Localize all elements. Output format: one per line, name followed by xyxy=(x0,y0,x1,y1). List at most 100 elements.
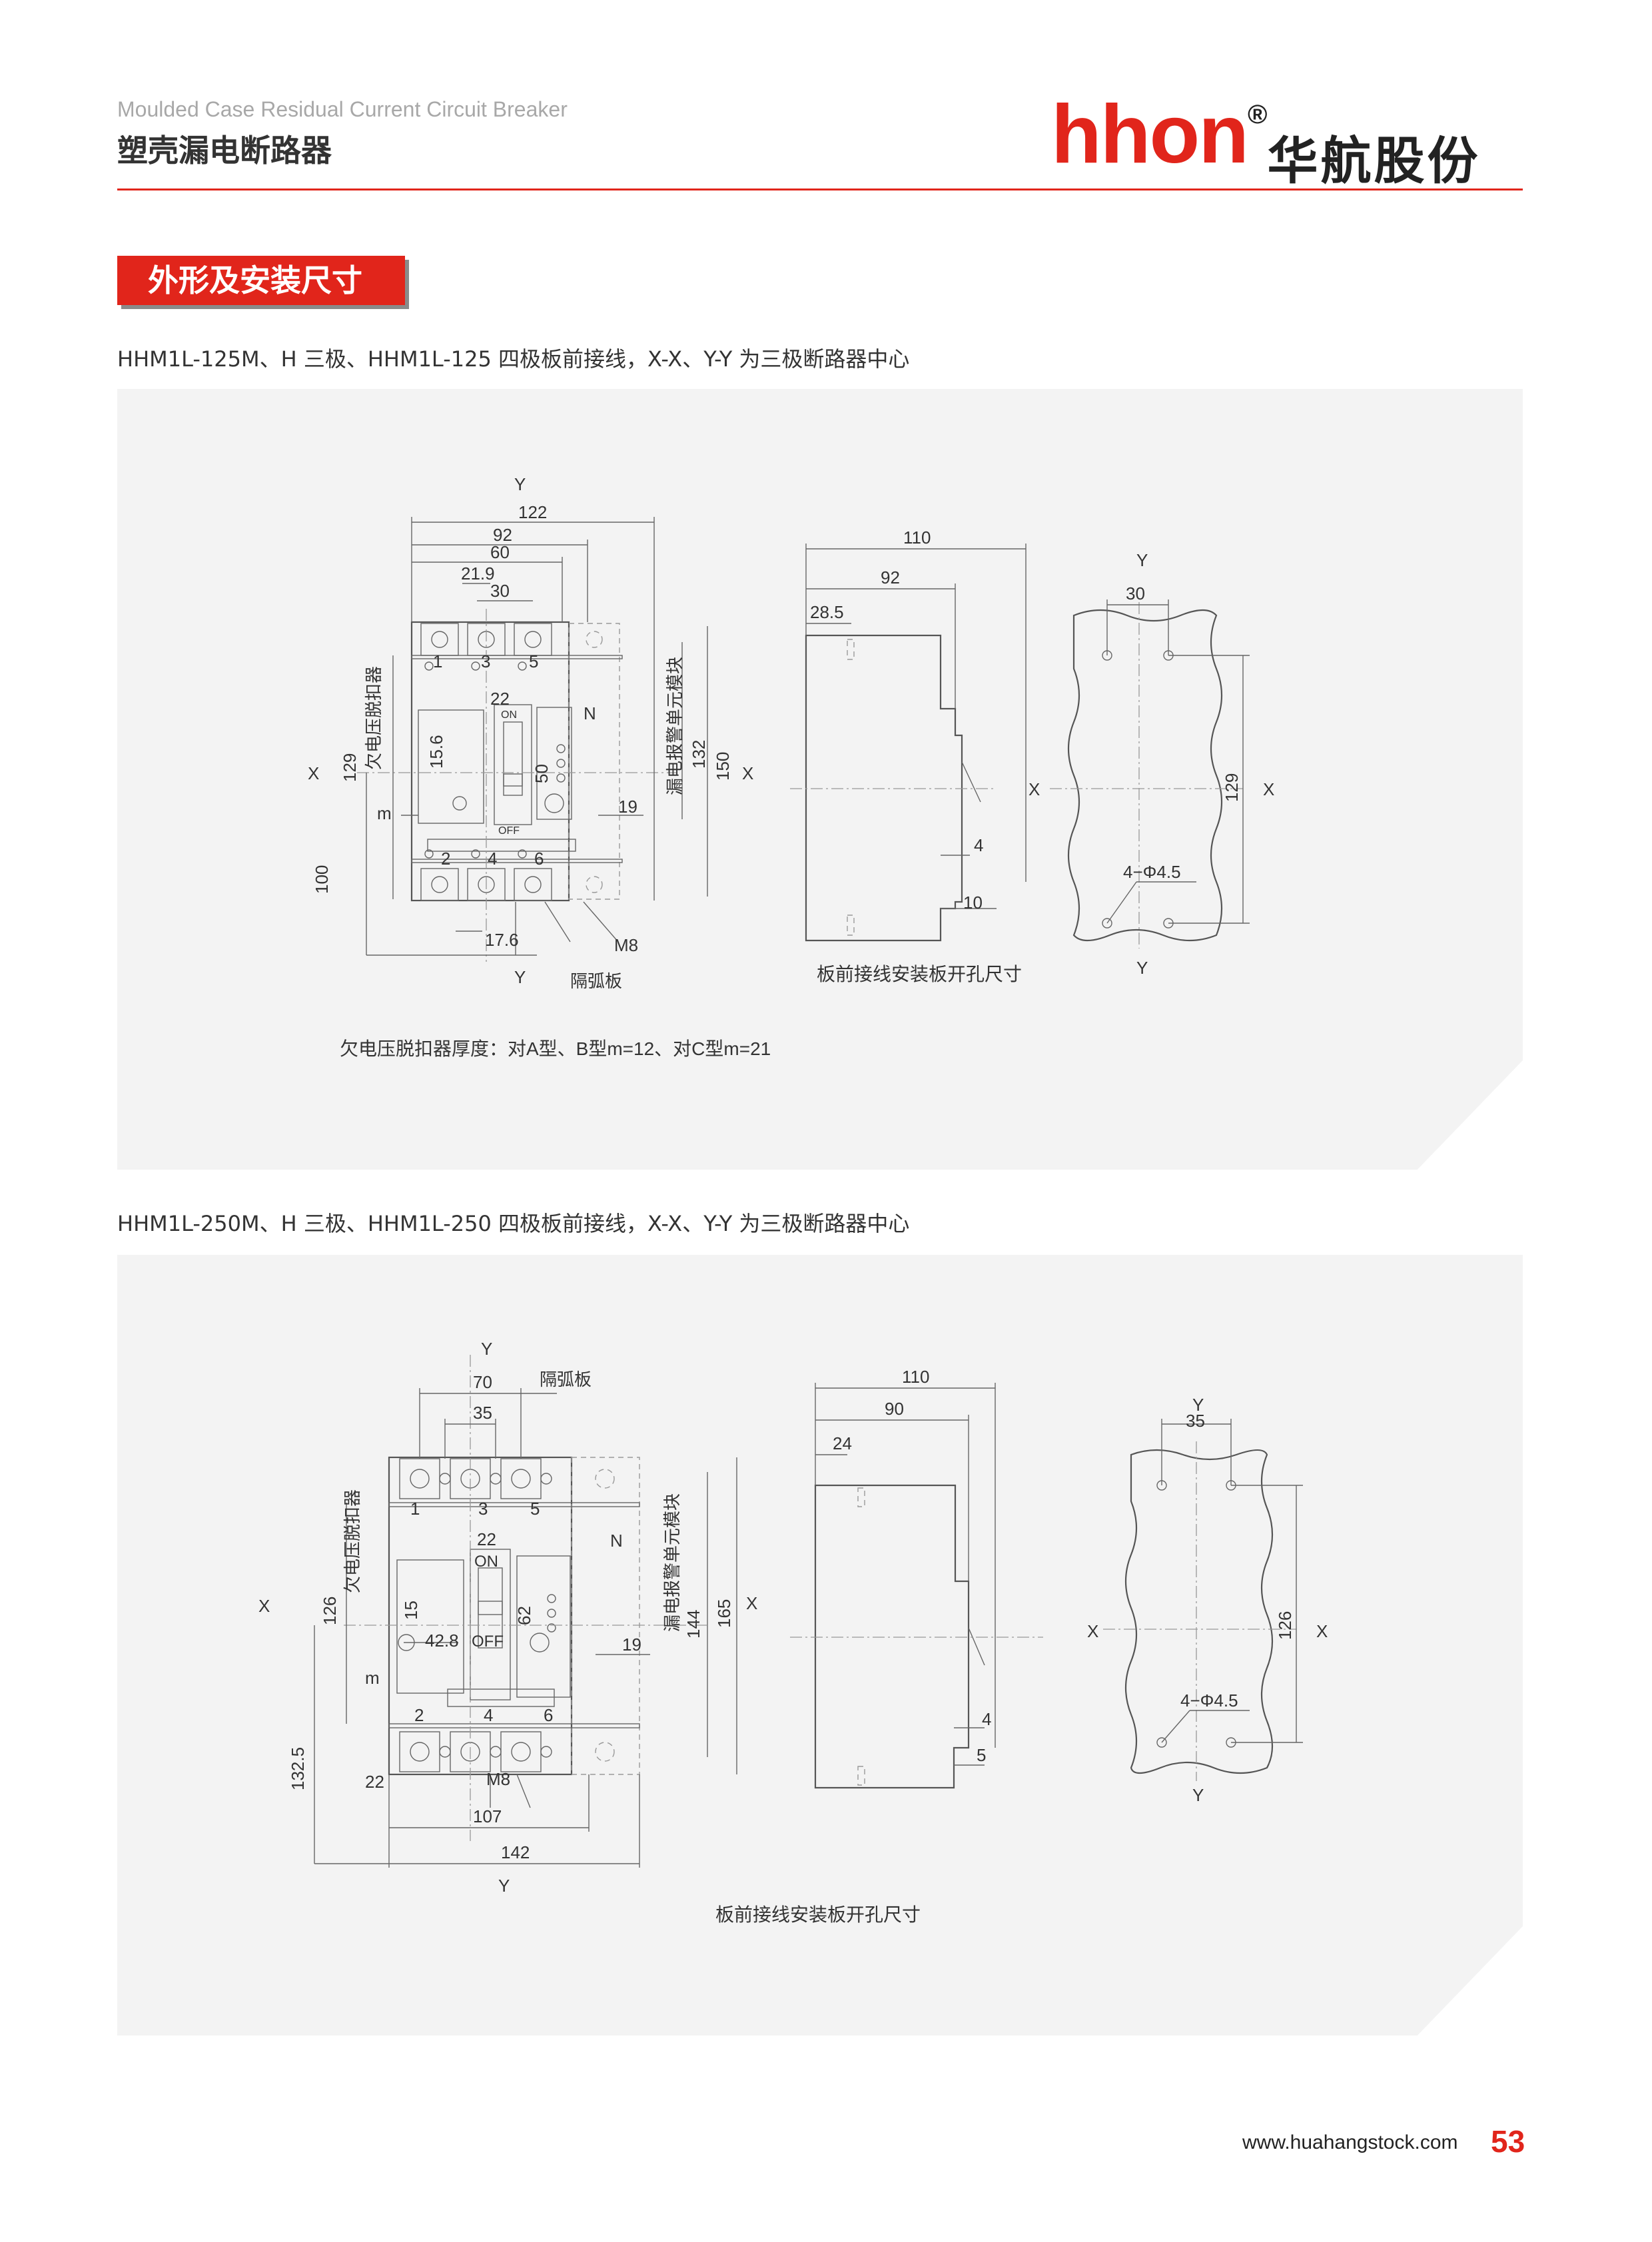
logo-company-name: 华航股份 xyxy=(1267,131,1481,190)
terminal-4: 4 xyxy=(488,849,497,869)
logo-registered: ® xyxy=(1247,100,1268,129)
brand-logo: hhon ® 华航股份 xyxy=(1051,93,1480,193)
mounting-cutout xyxy=(1050,599,1250,948)
dim-35: 35 xyxy=(473,1403,492,1423)
figure1-caption: HHM1L-125M、H 三极、HHM1L-125 四极板前接线，X-X、Y-Y… xyxy=(117,346,910,372)
terminal-6-250: 6 xyxy=(544,1705,553,1725)
side-dim-4-250: 4 xyxy=(982,1709,991,1729)
cutout-caption: 板前接线安装板开孔尺寸 xyxy=(817,964,1022,984)
side-view-texts: 110 92 28.5 4 10 xyxy=(810,528,983,913)
side-dim-92: 92 xyxy=(881,567,900,587)
axis-y-bottom-250: Y xyxy=(498,1876,510,1896)
arc-barrier-label-250: 隔弧板 xyxy=(540,1369,592,1389)
undervoltage-label: 欠电压脱扣器 xyxy=(364,666,384,770)
undervoltage-label-250: 欠电压脱扣器 xyxy=(342,1489,362,1593)
handle-on-250: ON xyxy=(474,1553,498,1571)
dim-22-bottom: 22 xyxy=(365,1772,384,1792)
dim-30: 30 xyxy=(490,581,510,601)
dim-150: 150 xyxy=(713,752,733,781)
figure2-caption: HHM1L-250M、H 三极、HHM1L-250 四极板前接线，X-X、Y-Y… xyxy=(117,1211,910,1236)
axis-x-left-250: X xyxy=(258,1596,270,1616)
dim-42-8: 42.8 xyxy=(425,1631,459,1651)
dim-15-6: 15.6 xyxy=(426,735,446,769)
terminal-2-250: 2 xyxy=(414,1705,424,1725)
front-dimension-texts: Y Y X X 122 92 60 21.9 30 22 1 3 5 2 4 6… xyxy=(308,474,753,991)
cutout-texts: Y Y X X 30 129 4−Φ4.5 板前接线安装板开孔尺寸 xyxy=(817,550,1274,984)
dim-144: 144 xyxy=(683,1610,703,1639)
dim-132: 132 xyxy=(689,740,709,769)
terminal-6: 6 xyxy=(534,849,544,869)
axis-y-top-250: Y xyxy=(481,1339,492,1359)
side-dim-90: 90 xyxy=(885,1399,904,1419)
dim-165: 165 xyxy=(714,1599,734,1628)
cutout-caption-250: 板前接线安装板开孔尺寸 xyxy=(715,1904,921,1925)
terminal-5-250: 5 xyxy=(530,1499,540,1519)
dim-142: 142 xyxy=(501,1842,530,1862)
axis-y-top: Y xyxy=(514,474,526,494)
cutout-dim-126: 126 xyxy=(1275,1611,1295,1640)
cutout-dim-30: 30 xyxy=(1126,583,1145,603)
side-dim-28-5: 28.5 xyxy=(810,602,844,622)
terminal-1: 1 xyxy=(433,651,442,671)
header-divider xyxy=(117,188,1523,190)
terminal-2: 2 xyxy=(441,849,450,869)
side-dim-10: 10 xyxy=(963,893,983,913)
cutout-axis-x-left-250: X xyxy=(1087,1621,1098,1641)
dim-22: 22 xyxy=(490,689,510,709)
dim-15: 15 xyxy=(401,1601,421,1620)
logo-mark: hhon xyxy=(1051,89,1249,181)
dim-70: 70 xyxy=(473,1372,492,1392)
front-dimensions-250 xyxy=(314,1388,737,1868)
page-number: 53 xyxy=(1491,2124,1525,2159)
side-dim-4: 4 xyxy=(974,835,983,855)
dim-62: 62 xyxy=(514,1606,534,1625)
dim-21-9: 21.9 xyxy=(461,563,495,583)
neutral-label: N xyxy=(584,703,596,723)
terminal-4-250: 4 xyxy=(484,1705,493,1725)
bolt-m8-250: M8 xyxy=(486,1769,510,1789)
header-title: 塑壳漏电断路器 xyxy=(117,133,332,169)
dim-19-250: 19 xyxy=(622,1635,641,1655)
front-view xyxy=(357,609,677,962)
cutout-axis-x-left: X xyxy=(1029,779,1040,799)
figure1-note: 欠电压脱扣器厚度：对A型、B型m=12、对C型m=21 xyxy=(340,1038,771,1059)
dim-129: 129 xyxy=(340,753,360,782)
figure2-panel: Y Y X X 70 隔弧板 35 22 1 3 5 2 4 6 N ON OF… xyxy=(117,1255,1523,2036)
terminal-5: 5 xyxy=(529,651,538,671)
figure1-drawing: Y Y X X 122 92 60 21.9 30 22 1 3 5 2 4 6… xyxy=(308,474,1274,1059)
side-view xyxy=(790,544,1027,942)
neutral-label-250: N xyxy=(610,1531,623,1551)
terminal-1-250: 1 xyxy=(410,1499,420,1519)
dim-92: 92 xyxy=(493,525,512,545)
bolt-m8: M8 xyxy=(614,935,638,955)
dim-60: 60 xyxy=(490,542,510,562)
cutout-axis-x-right-250: X xyxy=(1316,1621,1328,1641)
cutout-dim-129: 129 xyxy=(1222,773,1242,802)
dim-107: 107 xyxy=(473,1806,502,1826)
dim-100: 100 xyxy=(312,865,332,894)
leakage-module-label: 漏电报警单元模块 xyxy=(665,657,685,795)
front-view-250 xyxy=(344,1355,710,1841)
figure2-drawing: Y Y X X 70 隔弧板 35 22 1 3 5 2 4 6 N ON OF… xyxy=(258,1339,1328,1925)
side-dim-110-250: 110 xyxy=(902,1367,929,1387)
cutout-holes-250: 4−Φ4.5 xyxy=(1180,1690,1238,1710)
side-view-250 xyxy=(790,1383,1043,1789)
dim-126: 126 xyxy=(320,1597,340,1625)
axis-x-left: X xyxy=(308,763,319,783)
dim-m: m xyxy=(377,803,392,823)
dim-132-5: 132.5 xyxy=(288,1747,308,1790)
cutout-axis-y-top-250: Y xyxy=(1192,1395,1204,1415)
header-subtitle-en: Moulded Case Residual Current Circuit Br… xyxy=(117,97,568,121)
cutout-texts-250: Y Y X X 35 126 4−Φ4.5 板前接线安装板开孔尺寸 xyxy=(715,1395,1328,1925)
front-dimension-texts-250: Y Y X X 70 隔弧板 35 22 1 3 5 2 4 6 N ON OF… xyxy=(258,1339,757,1896)
cutout-dim-35: 35 xyxy=(1186,1411,1205,1431)
terminal-3-250: 3 xyxy=(478,1499,488,1519)
terminal-3: 3 xyxy=(481,651,490,671)
axis-x-right-250: X xyxy=(746,1593,757,1613)
side-dim-24: 24 xyxy=(833,1433,852,1453)
dim-m-250: m xyxy=(365,1668,380,1688)
handle-on: ON xyxy=(501,709,517,721)
side-view-texts-250: 110 90 24 4 5 xyxy=(833,1367,991,1765)
handle-off-250: OFF xyxy=(472,1633,504,1651)
cutout-axis-y-bottom: Y xyxy=(1136,958,1148,978)
